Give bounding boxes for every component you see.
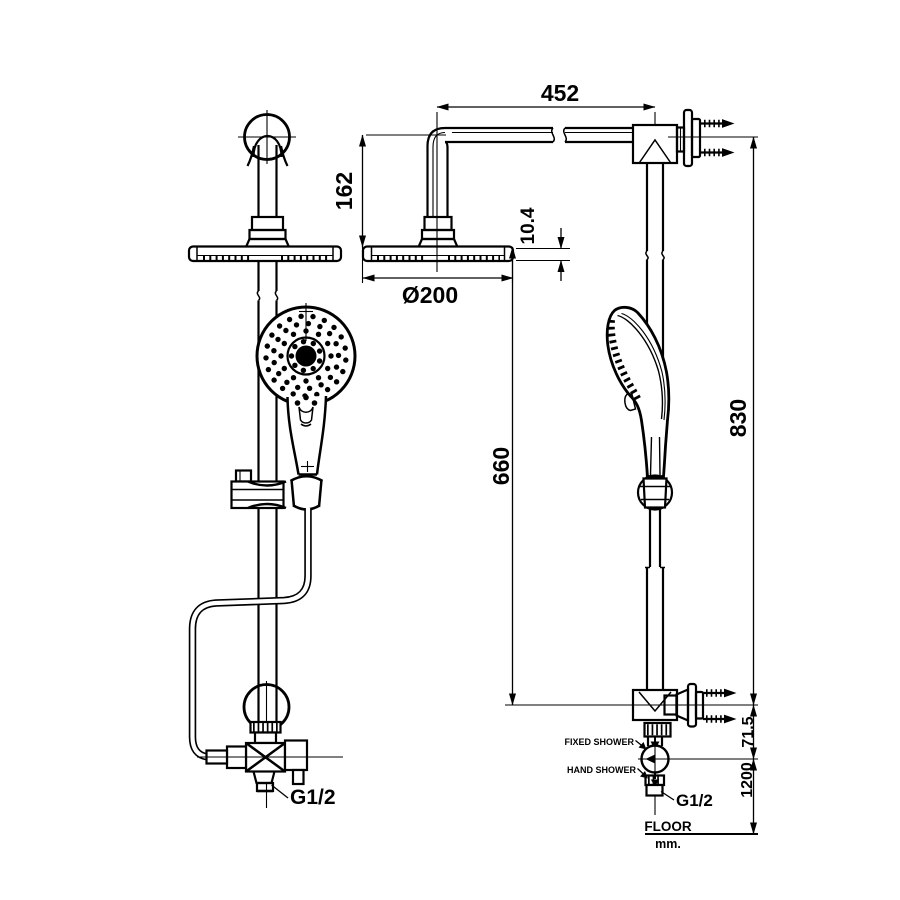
pipe-break-symbol [550,127,556,143]
overhead-shower-side [361,245,515,263]
spray-face-edge [607,319,643,404]
g12-front-leader [271,784,289,799]
callout-arrowhead-icon [640,771,648,779]
wall-screw-icon [703,689,737,698]
floor-label: FLOOR [644,819,691,834]
spray-nozzle-dots [263,313,349,399]
front-view [187,110,357,808]
thread-label-front: G1/2 [290,786,336,809]
units-label: mm. [655,837,681,851]
dim-660-label: 660 [488,447,514,485]
side-view [605,108,737,815]
hand-shower-front [255,303,357,476]
slider-bracket-front [230,469,324,511]
hand-shower-side [605,305,671,478]
callout-arrows [635,739,648,779]
dim-830-label: 830 [725,399,751,437]
overhead-shower-front [187,245,343,263]
callout-arrowhead-icon [638,742,647,750]
dimensions-layer: 452 162 Ø200 10.4 660 830 71.5 1200 [331,80,758,835]
callout-labels: G1/2 G1/2 FIXED SHOWER HAND SHOWER FLOOR… [290,737,713,851]
outlet-elbow [283,739,309,772]
shower-hose [188,508,312,761]
top-wall-bracket [631,108,735,168]
slider-bracket-side [636,474,674,511]
hand-shower-label: HAND SHOWER [567,765,636,775]
shower-arm-side [426,126,633,217]
wall-screw-icon [703,715,737,724]
flow-down-arrow-icon [650,779,660,787]
dim-1200-label: 1200 [739,762,756,798]
dim-452-label: 452 [541,80,579,106]
spray-center [295,345,317,367]
dim-200-label: Ø200 [402,282,458,308]
wall-screw-icon [701,148,735,157]
overhead-shower-side-view [361,112,633,272]
g12-side-leader [660,790,675,801]
dim-715-label: 71.5 [740,716,757,747]
mode-button [624,392,637,412]
arm-union-side [416,215,460,249]
arm-union-front [244,215,291,249]
handle-emblem [294,394,318,427]
fixed-shower-label: FIXED SHOWER [564,737,634,747]
dim-162-label: 162 [331,172,357,210]
thread-label-side: G1/2 [676,791,713,810]
top-flange-front [238,110,296,217]
wall-screw-icon [701,119,735,128]
diverter-valve-front [197,720,343,808]
hand-shower-handle [286,395,328,475]
diverter-arrow-icon [645,754,655,764]
holder-cup-rim [289,475,324,483]
dim-104-label: 10.4 [518,207,539,244]
inlet-diverter-side [638,721,675,815]
